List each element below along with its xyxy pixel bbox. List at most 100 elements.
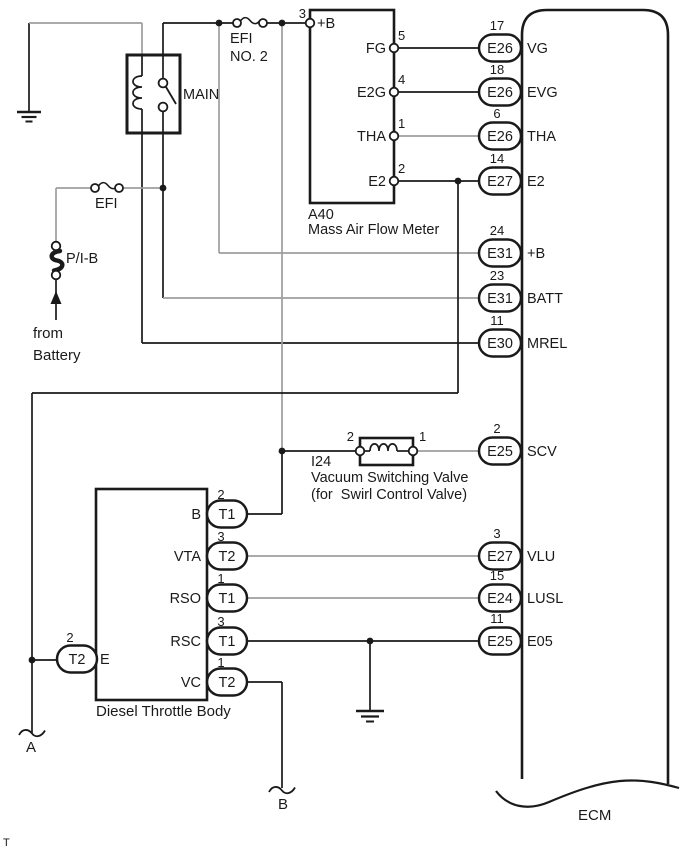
maf-pin-number: 2 xyxy=(398,161,405,176)
junction-dot xyxy=(278,19,286,27)
ecm-connector-code: E25 xyxy=(487,634,513,650)
ecm-connector-oval xyxy=(477,626,523,656)
ecm-pin-number: 17 xyxy=(490,18,504,33)
link-terminal xyxy=(50,269,62,281)
ecm-pin-number: 3 xyxy=(493,526,500,541)
maf-pin-number: 3 xyxy=(299,6,306,21)
ecm-pin-number: 11 xyxy=(490,611,504,626)
fuse-terminal xyxy=(90,183,100,193)
vsv-pin-number: 1 xyxy=(419,429,426,444)
maf-code: A40 xyxy=(308,207,334,223)
ecm-pin-number: 6 xyxy=(493,106,500,121)
fuse-label: EFI xyxy=(95,196,118,212)
ecm-connector-code: E27 xyxy=(487,174,513,190)
maf-box xyxy=(308,8,396,205)
ecm-connector-code: E24 xyxy=(487,591,513,607)
ecm-connector-oval xyxy=(477,238,523,268)
junction-dot xyxy=(454,177,462,185)
from-battery-label: Battery xyxy=(33,347,81,364)
ecm-connector-code: E27 xyxy=(487,549,513,565)
ecm-signal-name: E2 xyxy=(527,174,545,190)
throttle-pin-name: VTA xyxy=(174,549,201,565)
junction-dot xyxy=(278,447,286,455)
fuse-label: NO. 2 xyxy=(230,49,268,65)
junction-dot xyxy=(28,656,36,664)
throttle-pin-number: 3 xyxy=(217,614,224,629)
ecm-connector-oval xyxy=(477,283,523,313)
from-battery: from Battery xyxy=(33,291,81,364)
vsv-code: I24 xyxy=(311,454,331,470)
break-label: A xyxy=(26,739,36,756)
ecm-signal-name: MREL xyxy=(527,336,567,352)
throttle-connector-code: T2 xyxy=(219,675,236,691)
throttle-pin-number: 1 xyxy=(217,571,224,586)
ecm-connector-oval xyxy=(477,583,523,613)
throttle-name: Diesel Throttle Body xyxy=(96,703,231,720)
ecm-connector-code: E31 xyxy=(487,246,513,262)
maf-pin-circle xyxy=(304,17,316,29)
throttle-connector-code: T2 xyxy=(219,549,236,565)
relay-coil-icon xyxy=(132,75,143,110)
throttle-connector-code: T2 xyxy=(69,652,86,668)
fuse-label: EFI xyxy=(230,31,253,47)
break-wave-icon xyxy=(268,786,296,795)
break-label: B xyxy=(278,796,288,813)
ecm-pin-number: 18 xyxy=(490,62,504,77)
ecm-signal-name: E05 xyxy=(527,634,553,650)
ecm-label: ECM xyxy=(578,807,611,824)
throttle-pin-number: 2 xyxy=(217,487,224,502)
ecm-connector-oval xyxy=(477,121,523,151)
relay-switch-blade xyxy=(165,86,177,105)
ecm-connectors: E26 17 VG E26 18 EVG E26 6 THA E27 14 E2… xyxy=(477,18,567,656)
ecm-signal-name: +B xyxy=(527,246,545,262)
ecm-connector-oval xyxy=(477,328,523,358)
junction-dot xyxy=(366,637,374,645)
harness-break-b: B xyxy=(268,786,296,813)
throttle-connector-oval xyxy=(205,583,249,613)
ecm-pin-number: 14 xyxy=(490,151,504,166)
ecm-connector-oval xyxy=(477,166,523,196)
ecm-break-wave xyxy=(495,779,680,808)
throttle-pin-number: 1 xyxy=(217,655,224,670)
throttle-pin-name: E xyxy=(100,652,110,668)
wires xyxy=(28,22,479,788)
maf-pin-circle xyxy=(388,130,400,142)
maf-pin-circle xyxy=(388,175,400,187)
maf-pin-name: THA xyxy=(357,129,386,145)
ecm-connector-code: E26 xyxy=(487,129,513,145)
efi-no2-fuse: EFI NO. 2 xyxy=(230,16,268,65)
throttle-pin-name: VC xyxy=(181,675,201,691)
ecm-body xyxy=(520,8,670,784)
throttle-connector-oval xyxy=(205,541,249,571)
efi-fuse: EFI xyxy=(90,181,124,212)
throttle-connector-oval xyxy=(205,667,249,697)
break-wave-icon xyxy=(18,729,46,738)
relay-contact xyxy=(157,77,169,89)
throttle-pin-number: 2 xyxy=(66,630,73,645)
ecm-pin-number: 15 xyxy=(490,568,504,583)
ecm-connector-code: E26 xyxy=(487,41,513,57)
vacuum-switching-valve: 2 1 I24 Vacuum Switching Valve (for Swir… xyxy=(311,429,468,503)
ecm-signal-name: THA xyxy=(527,129,556,145)
ecm-signal-name: VG xyxy=(527,41,548,57)
corner-marker: T xyxy=(3,837,10,849)
relay-contact xyxy=(157,101,169,113)
fuse-terminal xyxy=(232,18,242,28)
ecm-connector-code: E31 xyxy=(487,291,513,307)
junction-dot xyxy=(215,19,223,27)
maf-pin-circle xyxy=(388,86,400,98)
throttle-connector-oval xyxy=(205,626,249,656)
maf-pin-name: E2G xyxy=(357,85,386,101)
maf-pin-number: 1 xyxy=(398,116,405,131)
relay-label: MAIN xyxy=(183,87,219,103)
ecm-connector-code: E25 xyxy=(487,444,513,460)
maf-pin-name: +B xyxy=(317,16,335,32)
ground-icon xyxy=(356,709,384,723)
harness-break-a: A xyxy=(18,729,46,756)
maf-pin-name: E2 xyxy=(368,174,386,190)
ecm-connector-code: E26 xyxy=(487,85,513,101)
ecm-signal-name: LUSL xyxy=(527,591,563,607)
relay-box xyxy=(125,53,182,135)
